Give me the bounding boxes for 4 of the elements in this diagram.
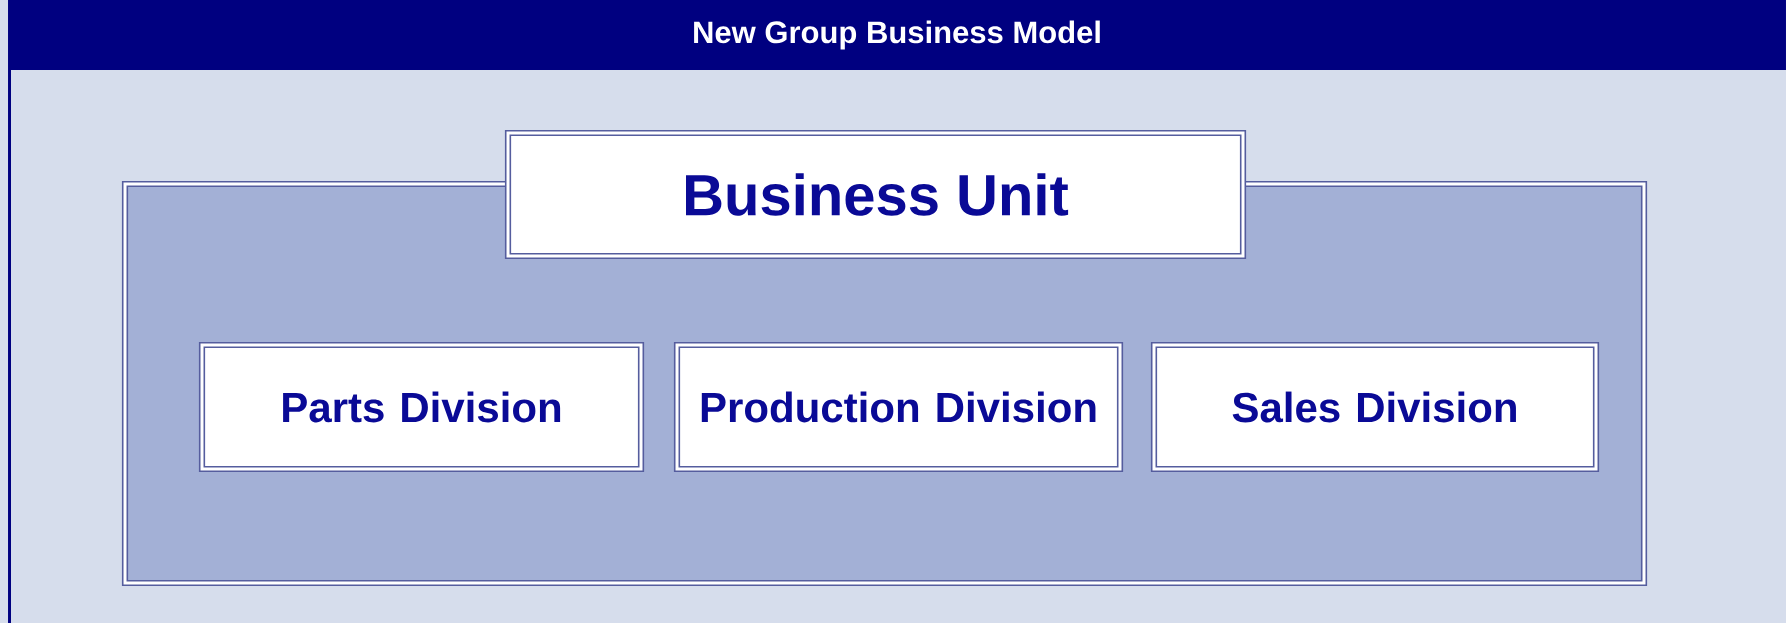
division-box: Sales Division	[1150, 341, 1600, 473]
title-bar: New Group Business Model	[8, 0, 1786, 70]
division-box: Production Division	[673, 341, 1124, 473]
division-box: Parts Division	[198, 341, 645, 473]
